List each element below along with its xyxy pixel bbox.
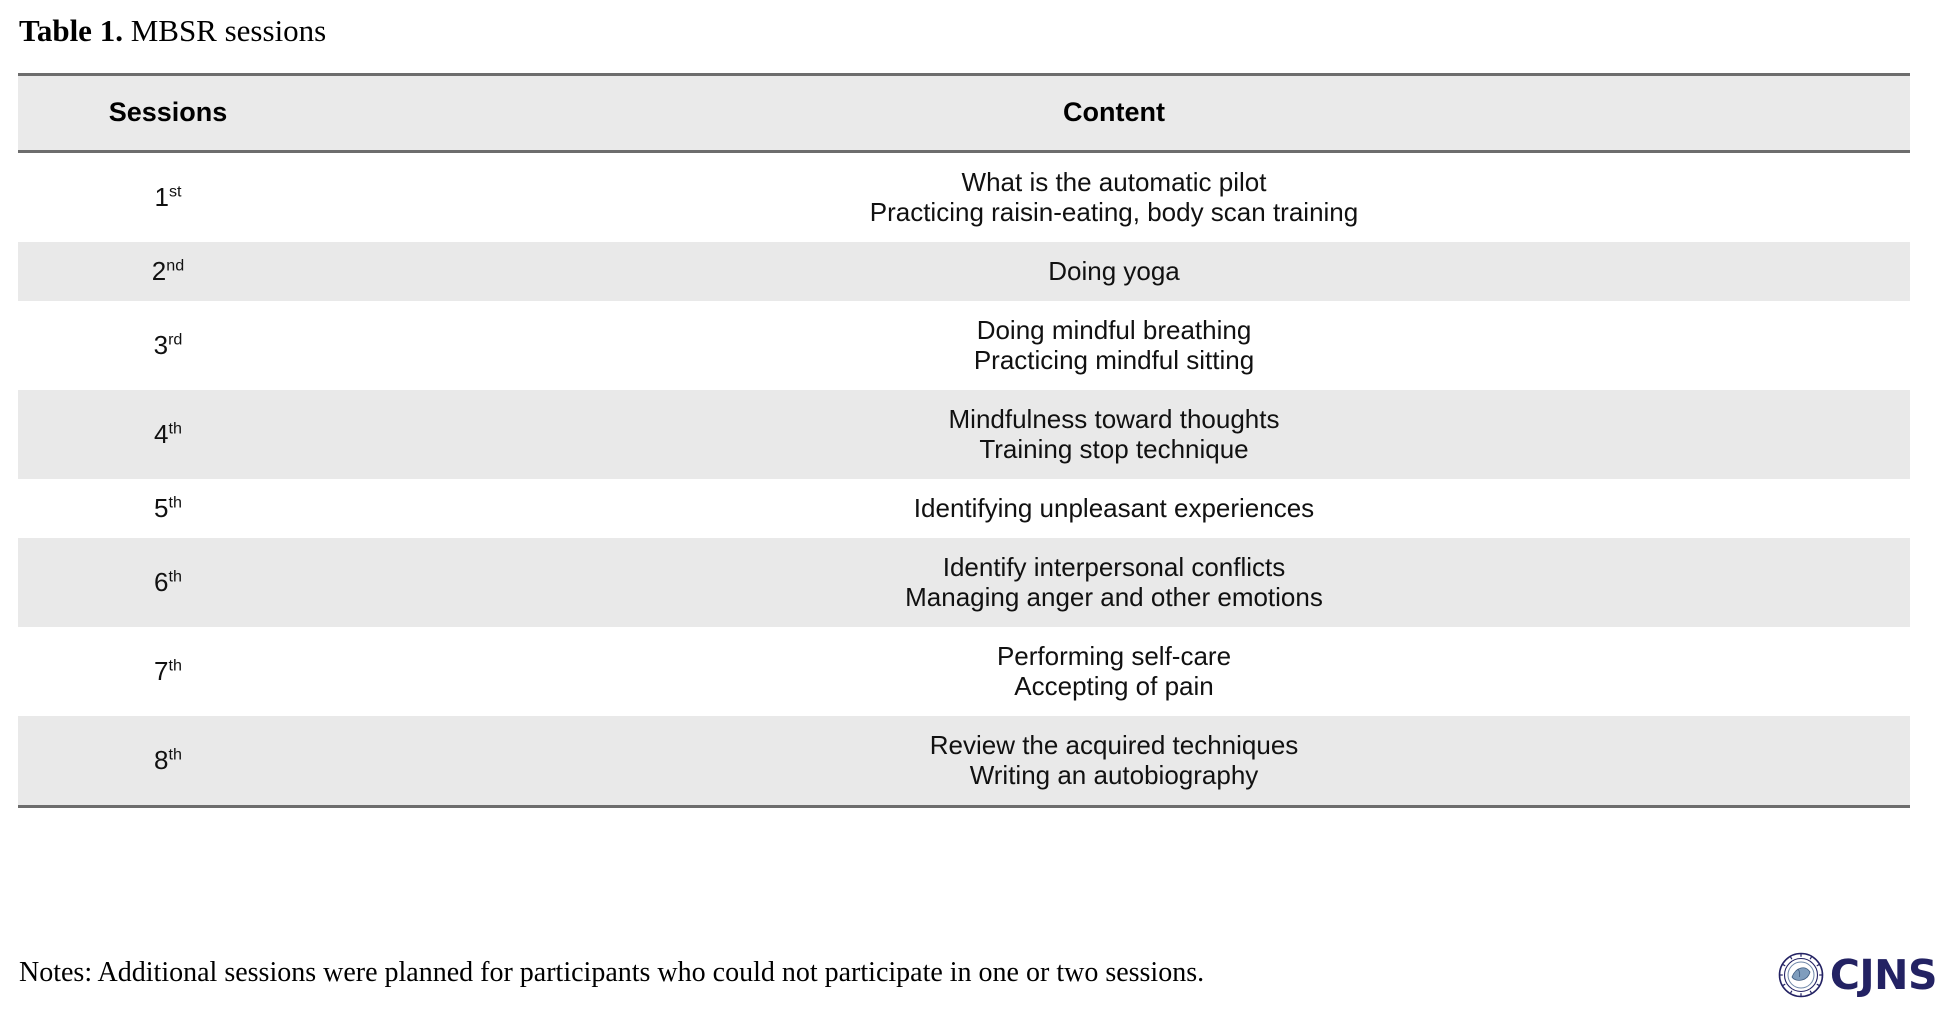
cell-session: 2nd (18, 242, 318, 301)
content-line: Identify interpersonal conflicts (942, 552, 1286, 582)
content-line: What is the automatic pilot (961, 167, 1267, 197)
cell-session: 7th (18, 627, 318, 716)
cell-session: 3rd (18, 301, 318, 390)
session-number: 2 (151, 256, 167, 286)
session-ordinal-suffix: th (168, 567, 182, 586)
content-line: Managing anger and other emotions (905, 582, 1323, 612)
table-row: 2nd Doing yoga (18, 242, 1910, 301)
column-header-sessions: Sessions (18, 73, 318, 153)
cell-session: 6th (18, 538, 318, 627)
cell-session: 1st (18, 152, 318, 243)
content-line: Performing self-care (996, 641, 1232, 671)
content-line: Training stop technique (979, 434, 1249, 464)
journal-wordmark: CJNS (1829, 951, 1938, 999)
cell-session: 5th (18, 479, 318, 538)
content-line: Identifying unpleasant experiences (913, 493, 1315, 523)
table-caption: Table 1. MBSR sessions (19, 12, 326, 50)
journal-logo: CJNS (1778, 951, 1938, 999)
session-ordinal-suffix: th (168, 745, 182, 764)
content-line: Doing yoga (1048, 256, 1180, 286)
session-ordinal-suffix: th (168, 493, 182, 512)
column-header-content: Content (318, 73, 1910, 153)
cell-content: Doing yoga (318, 242, 1910, 301)
session-ordinal-suffix: rd (168, 330, 183, 349)
session-number: 4 (154, 419, 169, 449)
caption-text: MBSR sessions (122, 13, 327, 48)
session-number: 3 (153, 330, 169, 360)
content-line: Review the acquired techniques (929, 730, 1299, 760)
content-line: Mindfulness toward thoughts (948, 404, 1280, 434)
session-ordinal-suffix: st (168, 182, 182, 201)
session-ordinal-suffix: nd (166, 256, 185, 275)
session-number: 7 (154, 656, 169, 686)
session-number: 6 (154, 567, 169, 597)
session-number: 8 (154, 745, 169, 775)
session-number: 1 (154, 182, 169, 212)
table-header-row: Sessions Content (18, 73, 1910, 153)
session-number: 5 (154, 493, 169, 523)
table-header: Sessions Content (18, 73, 1910, 153)
circular-seal-icon (1778, 952, 1824, 998)
table-row: 5th Identifying unpleasant experiences (18, 479, 1910, 538)
content-line: Practicing mindful sitting (973, 345, 1255, 375)
caption-label: Table 1. (19, 13, 123, 48)
content-line: Accepting of pain (1014, 671, 1214, 701)
cell-session: 8th (18, 716, 318, 808)
table-notes: Notes: Additional sessions were planned … (19, 957, 1205, 988)
cell-session: 4th (18, 390, 318, 479)
session-ordinal-suffix: th (168, 656, 182, 675)
content-line: Doing mindful breathing (976, 315, 1252, 345)
content-line: Writing an autobiography (969, 760, 1259, 790)
session-ordinal-suffix: th (168, 419, 182, 438)
content-line: Practicing raisin-eating, body scan trai… (869, 197, 1359, 227)
cell-content: Identifying unpleasant experiences (318, 479, 1910, 538)
